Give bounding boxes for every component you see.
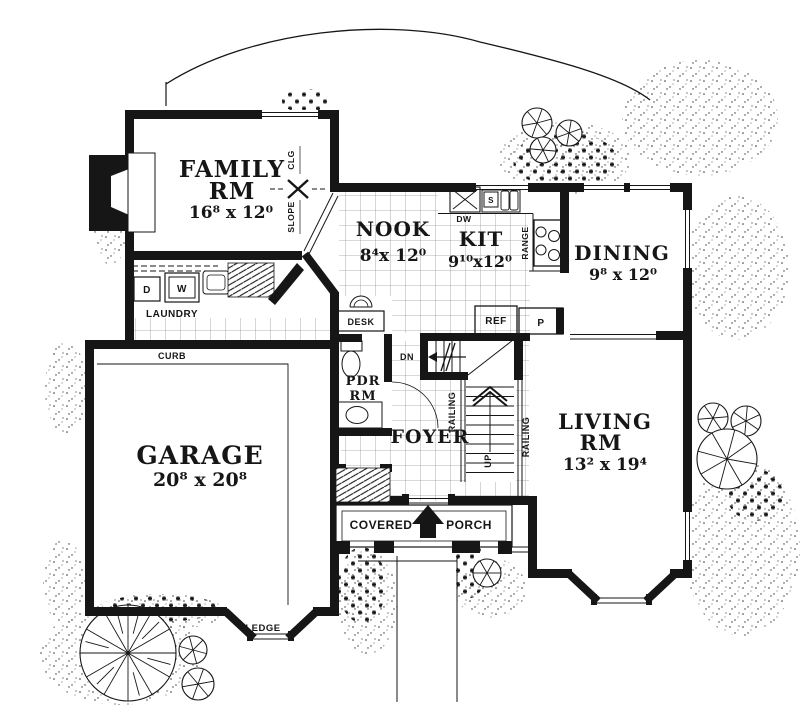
porch-post-icon xyxy=(498,541,512,554)
porch-post-icon xyxy=(374,541,394,553)
walls xyxy=(85,110,692,641)
entry-arrow-icon xyxy=(412,505,444,524)
kitchen-sink-icon xyxy=(481,189,521,213)
sink-label: S xyxy=(488,196,494,205)
pdr-label: PDR xyxy=(346,374,381,389)
tree-icon xyxy=(730,405,762,437)
closet-shelf-hatch xyxy=(228,263,274,297)
tree-icon xyxy=(696,428,758,490)
dn-label: DN xyxy=(400,352,414,362)
porch-label-covered: COVERED xyxy=(350,518,413,532)
tree-icon xyxy=(472,558,502,588)
laundry-fixtures xyxy=(132,262,304,305)
vanity-icon xyxy=(335,401,383,429)
dryer-icon xyxy=(133,276,161,302)
dishwasher-icon xyxy=(449,186,481,213)
foyer-closet xyxy=(335,467,391,503)
dining-label: DINING xyxy=(574,241,670,265)
fireplace xyxy=(89,152,156,233)
range-label: RANGE xyxy=(520,226,530,259)
porch-label-porch: PORCH xyxy=(446,518,492,532)
tree-icon xyxy=(178,635,208,665)
railing-left-label: RAILING xyxy=(447,392,457,433)
washer-label: W xyxy=(177,284,187,295)
site-landscape xyxy=(40,28,800,705)
pdr-label2: RM xyxy=(349,389,376,404)
porch xyxy=(335,504,513,554)
nook-dims: 8⁴x 12⁰ xyxy=(360,246,426,266)
pantry-label: P xyxy=(537,318,544,329)
ref-label: REF xyxy=(485,316,507,327)
shrub-cluster-icon xyxy=(338,547,386,623)
kitchen-label: KIT xyxy=(459,227,504,251)
driveway-arc xyxy=(165,28,651,101)
tree-icon xyxy=(181,667,215,701)
tree-icon xyxy=(697,402,729,434)
family-room-dims: 16⁸ x 12⁰ xyxy=(189,203,273,223)
porch-post-icon xyxy=(336,541,350,554)
dryer-label: D xyxy=(143,285,151,296)
dining-dims: 9⁸ x 12⁰ xyxy=(589,265,657,284)
kitchen-fixtures xyxy=(438,186,564,335)
railing-right-label: RAILING xyxy=(521,417,531,458)
windows-and-openings xyxy=(247,110,692,641)
door-swing-arc xyxy=(391,381,439,429)
text-labels: FAMILY RM 16⁸ x 12⁰ CLG SLOPE NOOK 8⁴x 1… xyxy=(136,150,670,634)
pantry-icon xyxy=(518,307,564,335)
clg-label: CLG xyxy=(286,150,296,169)
living-room-label2: RM xyxy=(580,430,623,455)
large-tree-icon xyxy=(79,604,177,702)
living-room-label: LIVING xyxy=(558,409,652,434)
laundry-label: LAUNDRY xyxy=(146,309,198,320)
desk-chair-icon xyxy=(349,295,373,308)
garage-dims: 20⁸ x 20⁸ xyxy=(153,469,247,491)
foyer-label: FOYER xyxy=(391,426,470,448)
porch-post-icon xyxy=(452,541,480,553)
family-room-label: FAMILY xyxy=(179,156,285,183)
stairs xyxy=(428,339,523,496)
garage-curb xyxy=(97,363,289,605)
garage-label: GARAGE xyxy=(136,441,263,470)
slope-label: SLOPE xyxy=(286,201,296,232)
stair-up-arrow-icon xyxy=(472,385,508,402)
ceiling-slope-symbol xyxy=(270,146,326,234)
refrigerator-icon xyxy=(474,305,518,335)
shrub-cluster-icon xyxy=(282,89,332,113)
curb-label: CURB xyxy=(158,351,186,361)
nook-label: NOOK xyxy=(356,217,431,241)
desk-label: DESK xyxy=(347,317,374,327)
powder-room-fixtures xyxy=(335,295,439,429)
desk-icon xyxy=(337,310,385,332)
sink-basin-icon xyxy=(345,406,369,424)
stair-down-arrow-icon xyxy=(428,352,437,362)
kitchen-dims: 9¹⁰x12⁰ xyxy=(448,252,512,271)
living-room-dims: 13² x 19⁴ xyxy=(563,455,647,475)
door-leaf-icon xyxy=(268,263,304,305)
up-label: UP xyxy=(483,454,493,468)
range-icon xyxy=(533,219,563,267)
dishwasher-label: DW xyxy=(456,214,472,224)
ledge-label: LEDGE xyxy=(245,623,280,634)
tree-icon xyxy=(521,107,553,139)
washer-icon xyxy=(164,272,200,303)
family-room-label2: RM xyxy=(209,178,256,205)
tree-icon xyxy=(529,136,557,164)
tree-icon xyxy=(555,119,583,147)
